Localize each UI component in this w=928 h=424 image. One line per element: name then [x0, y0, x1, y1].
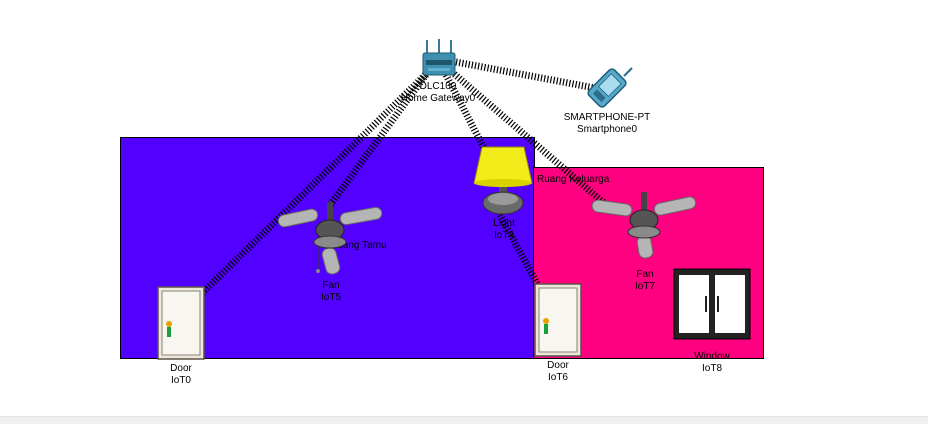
door-icon[interactable] [534, 283, 582, 357]
link-gateway-fan7 [449, 69, 615, 213]
smartphone-name: Smartphone0 [576, 124, 638, 135]
door0-name: IoT0 [170, 375, 191, 386]
link-gateway-smartphone [455, 58, 596, 92]
door0-label: Door IoT0 [170, 363, 192, 387]
link-gateway-light [442, 73, 489, 152]
door-icon[interactable] [157, 286, 205, 360]
fan7-name: IoT7 [634, 281, 656, 292]
ceiling-fan-icon[interactable] [588, 190, 700, 268]
door0-model: Door [170, 363, 192, 374]
smartphone-model: SMARTPHONE-PT [563, 112, 651, 123]
light-label: Light IoT4 [493, 218, 515, 242]
fan7-model: Fan [636, 269, 654, 280]
link-gateway-fan5 [327, 69, 431, 208]
door6-label: Door IoT6 [547, 360, 569, 384]
window8-label: Window IoT8 [694, 351, 730, 375]
fan5-label: Fan IoT5 [321, 280, 341, 304]
window-icon[interactable] [673, 268, 751, 340]
smartphone-icon[interactable] [578, 64, 636, 112]
room-label-ruang-tamu: Ruang Tamu [330, 240, 387, 251]
gateway-name: Home Gateway0 [400, 93, 476, 104]
lamp-icon[interactable] [472, 143, 534, 215]
status-bar [0, 416, 928, 424]
fan5-model: Fan [322, 280, 340, 291]
room-label-ruang-keluarga: Ruang Keluarga [537, 174, 610, 185]
smartphone-label: SMARTPHONE-PT Smartphone0 [564, 112, 651, 136]
light-model: Light [493, 218, 515, 229]
fan5-name: IoT5 [320, 292, 342, 303]
window8-name: IoT8 [701, 363, 723, 374]
door6-model: Door [547, 360, 569, 371]
gateway-model: DLC100 [419, 81, 457, 92]
door6-name: IoT6 [547, 372, 568, 383]
window8-model: Window [694, 351, 730, 362]
ceiling-fan-icon[interactable] [274, 200, 386, 278]
home-gateway-icon[interactable] [420, 38, 458, 78]
gateway-label: DLC100 Home Gateway0 [401, 81, 475, 105]
light-name: IoT4 [493, 230, 514, 241]
fan7-label: Fan IoT7 [635, 269, 655, 293]
